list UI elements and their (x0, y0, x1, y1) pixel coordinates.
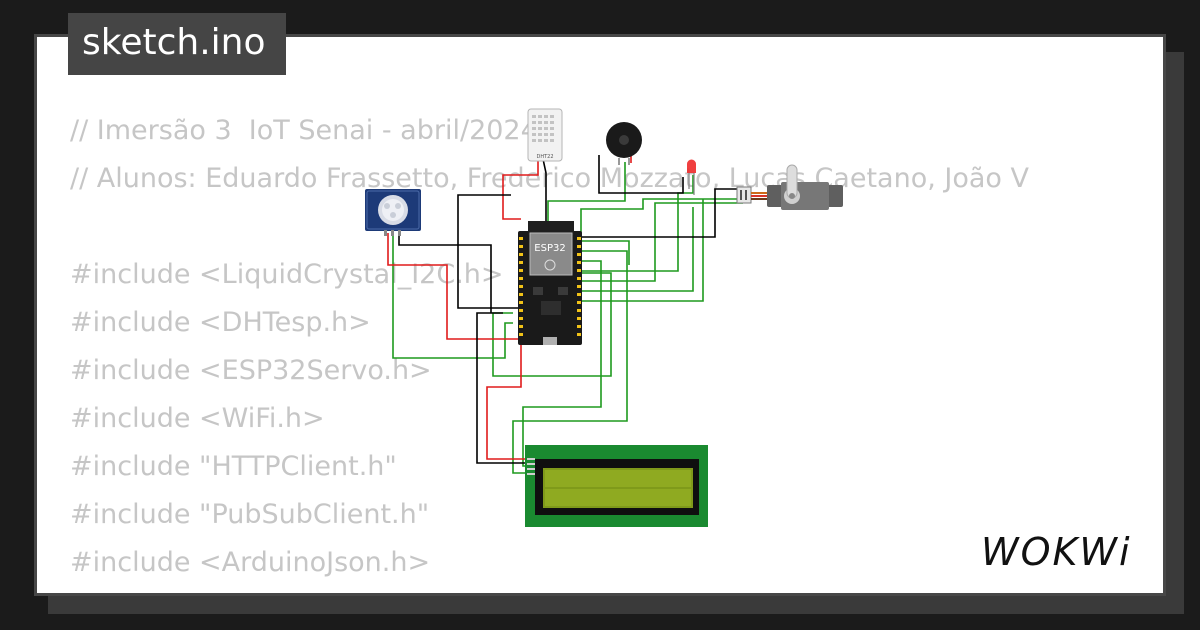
preview-card: // Imersão 3 IoT Senai - abril/2024 // A… (34, 34, 1166, 596)
wire-black (598, 155, 684, 194)
code-line: #include <WiFi.h> (70, 403, 325, 434)
esp32-board: ESP32 (518, 221, 582, 345)
wire-black (398, 233, 492, 313)
file-title-tab: sketch.ino (68, 13, 286, 75)
wire-green (581, 207, 694, 292)
code-line: // Imersão 3 IoT Senai - abril/2024 (70, 115, 538, 146)
esp32-pins-left (519, 237, 523, 336)
wire-green (581, 175, 694, 272)
wokwi-logo: WOKWi (981, 530, 1132, 571)
circuit-diagram: DHT22 (365, 108, 843, 527)
wire-green (581, 199, 704, 302)
buzzer (606, 122, 642, 165)
code-line: #include <ArduinoJson.h> (70, 547, 431, 578)
wire-black (542, 158, 547, 221)
wire-black (581, 188, 743, 238)
lcd-pins (527, 458, 535, 475)
code-line: #include <LiquidCrystal_I2C.h> (70, 259, 504, 290)
lcd-display (525, 445, 708, 527)
esp32-label: ESP32 (534, 243, 565, 254)
wire-green (580, 198, 768, 237)
code-line: #include <ESP32Servo.h> (70, 355, 432, 386)
wire-green (512, 250, 628, 474)
code-line: #include <DHTesp.h> (70, 307, 371, 338)
servo-motor (736, 164, 843, 210)
wire-red (502, 158, 539, 220)
wire-green (581, 240, 630, 265)
dht22-sensor: DHT22 (527, 108, 563, 162)
dht22-label: DHT22 (536, 154, 553, 160)
code-line: #include "PubSubClient.h" (70, 499, 430, 530)
wire-green (522, 260, 602, 467)
wire-green (547, 162, 626, 221)
wire-black (476, 312, 531, 464)
red-led (687, 159, 696, 195)
wokwi-logo-text: WOKWi (981, 530, 1132, 571)
wire-red (486, 339, 531, 460)
pir-sensor (365, 189, 421, 236)
wires (387, 155, 768, 474)
wire-red (387, 233, 521, 340)
code-line: #include "HTTPClient.h" (70, 451, 397, 482)
wire-green (581, 202, 743, 282)
esp32-pins-right (577, 237, 581, 336)
